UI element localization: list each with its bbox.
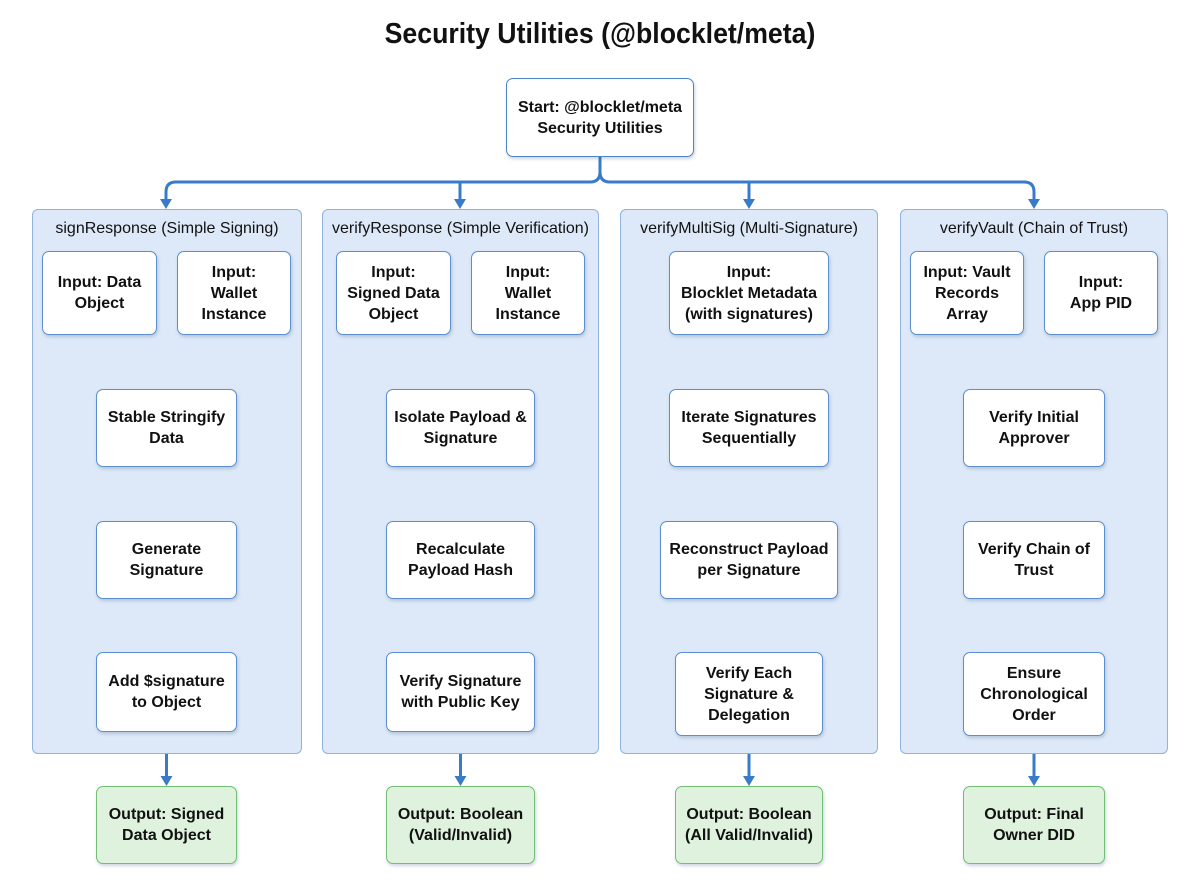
panel-3-step-2: Reconstruct Payload per Signature [660, 521, 838, 599]
branch-arrow-3 [743, 199, 755, 209]
panel-title: verifyResponse (Simple Verification) [332, 220, 589, 237]
panel-2-input-1: Input: Signed Data Object [336, 251, 451, 335]
panel-1-output: Output: Signed Data Object [96, 786, 237, 864]
panel-3-input-1: Input: Blocklet Metadata (with signature… [669, 251, 829, 335]
panel-4-step-3: Ensure Chronological Order [963, 652, 1105, 736]
panel-title: verifyMultiSig (Multi-Signature) [640, 220, 858, 237]
panel-2-step-3: Verify Signature with Public Key [386, 652, 535, 732]
panel-4-step-1: Verify Initial Approver [963, 389, 1105, 467]
panel-1-input-1: Input: Data Object [42, 251, 157, 335]
panel-4-output: Output: Final Owner DID [963, 786, 1105, 864]
start-node: Start: @blocklet/meta Security Utilities [506, 78, 694, 157]
panel-2-step-1: Isolate Payload & Signature [386, 389, 535, 467]
panel-1-input-2: Input: Wallet Instance [177, 251, 291, 335]
panel-3-arrow-to-output-head [743, 776, 755, 786]
panel-4-input-1: Input: Vault Records Array [910, 251, 1024, 335]
branch-arrow-1 [160, 199, 172, 209]
panel-4-step-2: Verify Chain of Trust [963, 521, 1105, 599]
panel-4-arrow-to-output-head [1028, 776, 1040, 786]
diagram-title: Security Utilities (@blocklet/meta) [384, 18, 816, 50]
panel-2-input-2: Input: Wallet Instance [471, 251, 585, 335]
panel-title: verifyVault (Chain of Trust) [939, 220, 1129, 237]
panel-4-input-2: Input: App PID [1044, 251, 1158, 335]
panel-1-step-2: Generate Signature [96, 521, 237, 599]
panel-2-output: Output: Boolean (Valid/Invalid) [386, 786, 535, 864]
panel-2-arrow-to-output-head [454, 776, 467, 786]
panel-1-step-3: Add $signature to Object [96, 652, 237, 732]
panel-3-step-3: Verify Each Signature & Delegation [675, 652, 823, 736]
panel-1-step-1: Stable Stringify Data [96, 389, 237, 467]
branch-connector-4 [598, 171, 1036, 199]
branch-arrow-4 [1028, 199, 1040, 209]
panel-3-output: Output: Boolean (All Valid/Invalid) [675, 786, 823, 864]
branch-arrow-2 [454, 199, 466, 209]
branch-connector-1 [164, 157, 602, 199]
panel-1-arrow-to-output-head [160, 776, 173, 786]
panel-3-step-1: Iterate Signatures Sequentially [669, 389, 829, 467]
panel-2-step-2: Recalculate Payload Hash [386, 521, 535, 599]
panel-title: signResponse (Simple Signing) [55, 220, 279, 237]
